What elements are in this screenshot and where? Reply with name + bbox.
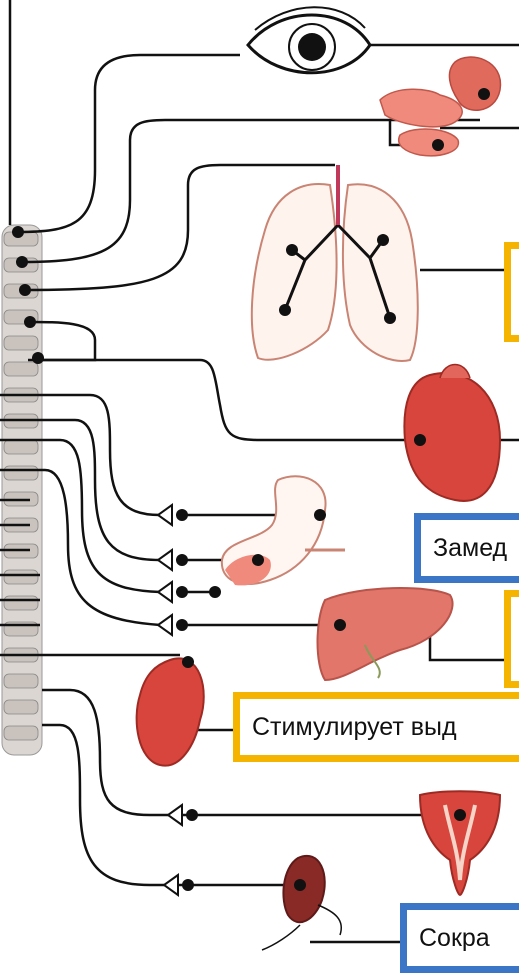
spinal-cord-icon [2, 225, 42, 755]
lungs-icon [252, 165, 418, 361]
label-text-contracts: Сокра [419, 924, 490, 953]
salivary-gland-icon [380, 57, 500, 156]
eye-icon [248, 7, 370, 73]
effect-label-lungs [504, 242, 519, 342]
bladder-icon [420, 791, 500, 895]
effect-label-kidney-stimulates: Стимулирует выд [233, 692, 519, 762]
liver-icon [318, 588, 453, 680]
effect-label-bladder-contracts: Сокра [400, 903, 519, 973]
heart-icon [404, 365, 500, 501]
effect-label-liver [504, 590, 519, 688]
label-text-slows: Замед [433, 534, 507, 563]
effect-label-heart-slows: Замед [414, 513, 519, 583]
kidney-icon [137, 656, 204, 766]
stomach-icon [209, 476, 345, 598]
label-text-stimulates: Стимулирует выд [252, 713, 457, 742]
reproductive-organ-icon [262, 856, 341, 950]
